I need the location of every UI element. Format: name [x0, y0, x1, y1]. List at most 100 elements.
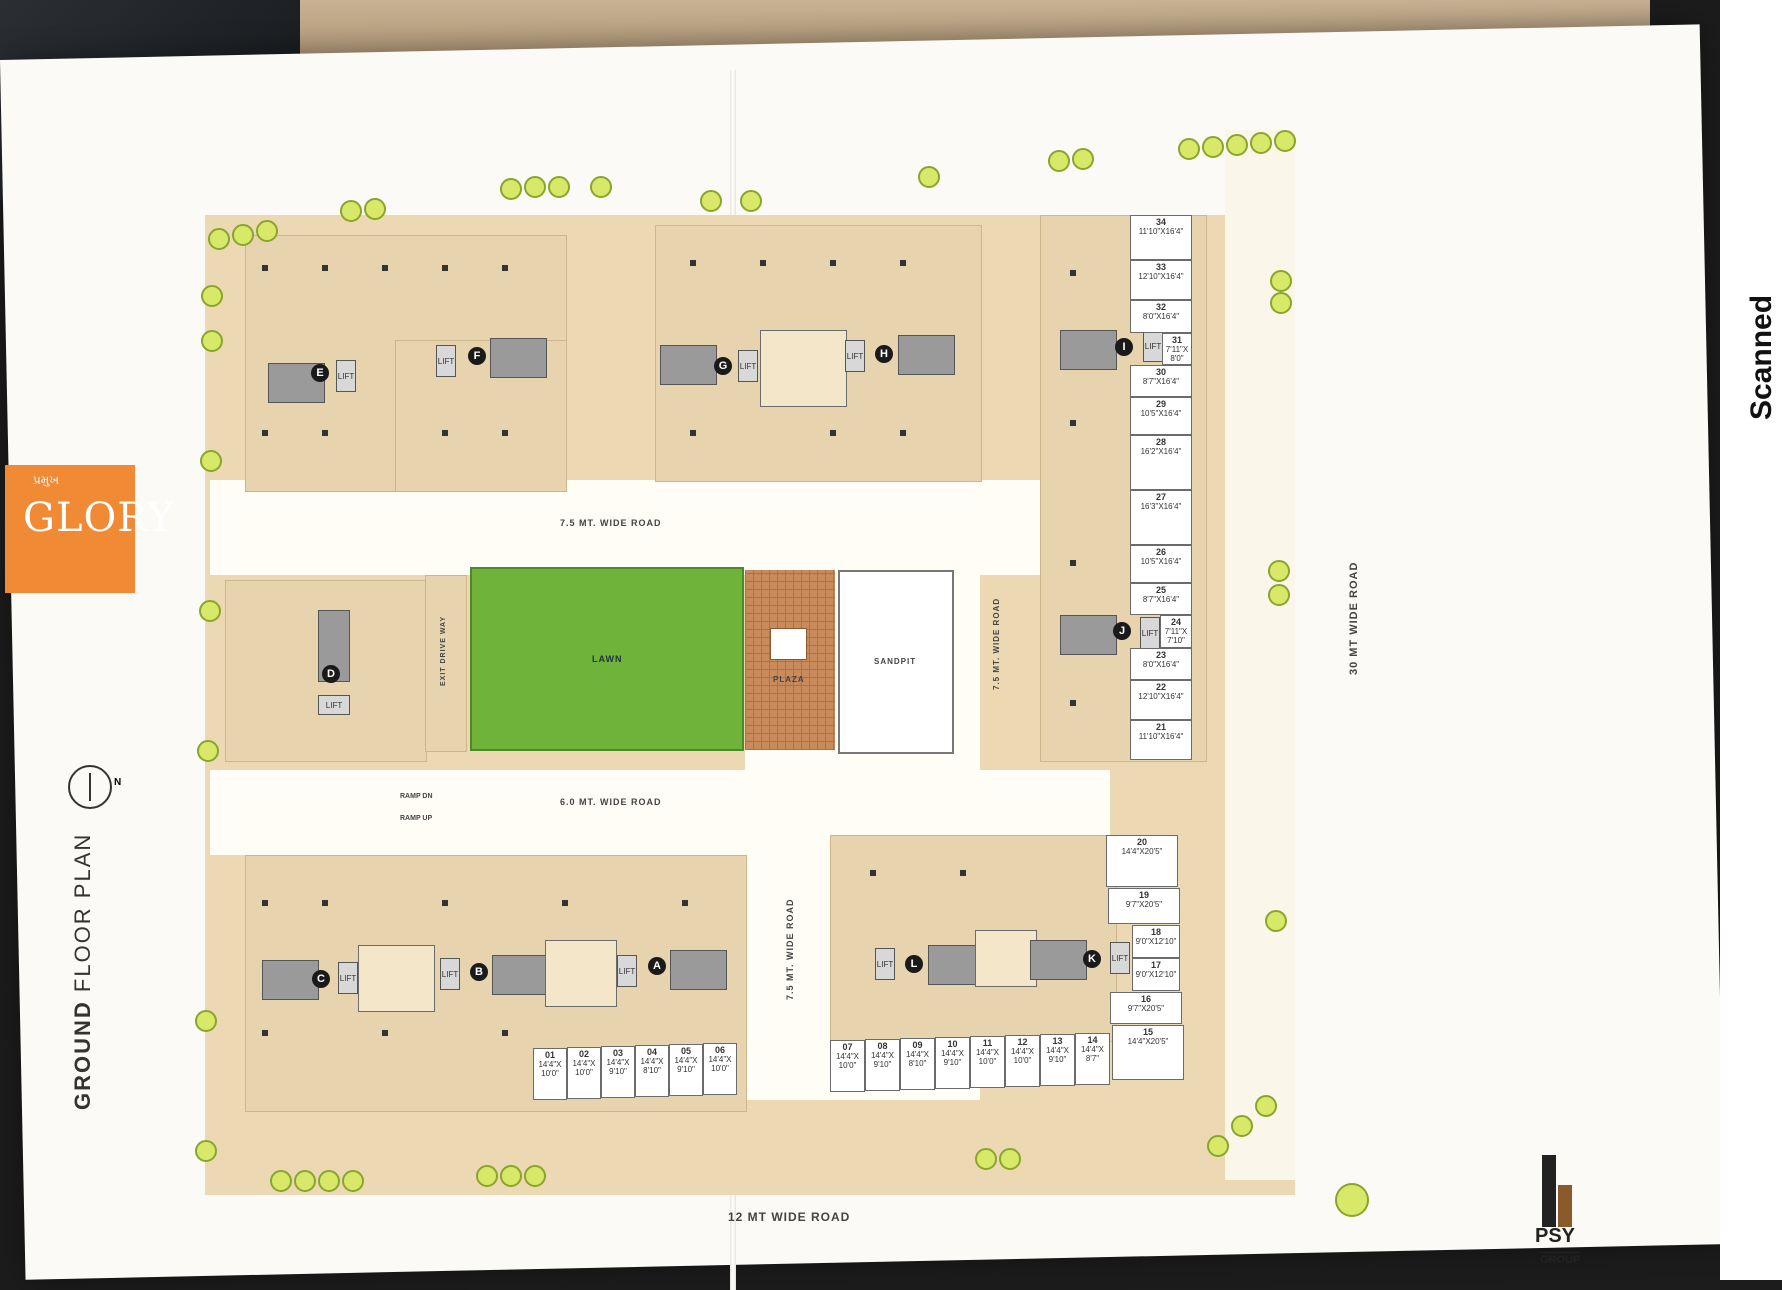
pillar: [1070, 270, 1076, 276]
tree-icon: [1072, 148, 1094, 170]
tree-icon: [548, 176, 570, 198]
tree-icon: [340, 200, 362, 222]
lift-l: LIFT: [875, 948, 895, 980]
stair-k: [1030, 940, 1087, 980]
core-h-marker: H: [875, 345, 893, 363]
brand-logo: GLORY: [23, 495, 175, 541]
logo-tower-dark: [1542, 1155, 1556, 1227]
block-bottom-right: [830, 835, 1117, 1042]
pillar: [1070, 560, 1076, 566]
tree-icon: [318, 1170, 340, 1192]
camscanner-label: Scanned with CamScanner: [1745, 294, 1782, 420]
plaza-label: PLAZA: [773, 675, 805, 684]
core-k-marker: K: [1083, 950, 1101, 968]
pillar: [262, 1030, 268, 1036]
developer-sub: GROUP: [1540, 1252, 1581, 1266]
tree-icon: [500, 1165, 522, 1187]
pillar: [760, 260, 766, 266]
north-arrow-needle: [89, 773, 91, 801]
stair-g: [660, 345, 717, 385]
tree-icon: [1268, 584, 1290, 606]
tree-icon: [1265, 910, 1287, 932]
plaza-area: PLAZA: [745, 570, 835, 750]
tree-icon: [1178, 138, 1200, 160]
exit-drive: EXIT DRIVE WAY: [425, 575, 467, 752]
lift-g: LIFT: [738, 350, 758, 382]
road-top-label: 7.5 MT. WIDE ROAD: [560, 518, 662, 528]
psy-logo: [1528, 1145, 1598, 1240]
lawn-label: LAWN: [592, 654, 623, 664]
tree-icon: [270, 1170, 292, 1192]
tree-icon: [999, 1148, 1021, 1170]
lift-a: LIFT: [617, 955, 637, 987]
pillar: [442, 265, 448, 271]
brand-tab: પ્રમુખ GLORY: [5, 465, 174, 593]
tree-icon: [700, 190, 722, 212]
tree-icon: [208, 228, 230, 250]
pillar: [262, 900, 268, 906]
pillar: [682, 900, 688, 906]
tree-icon: [740, 190, 762, 212]
tree-icon: [200, 450, 222, 472]
stair-h: [898, 335, 955, 375]
logo-tower-brown: [1558, 1185, 1572, 1227]
tree-icon: [590, 176, 612, 198]
pillar: [1070, 420, 1076, 426]
road-middle-label: 6.0 MT. WIDE ROAD: [560, 797, 662, 807]
tree-icon: [1202, 136, 1224, 158]
stair-b: [492, 955, 549, 995]
pillar: [960, 870, 966, 876]
pillar: [442, 900, 448, 906]
camscanner-strip: [1720, 0, 1782, 1280]
pillar: [502, 265, 508, 271]
plan-title-bold: GROUND: [70, 1000, 95, 1110]
lift-f: LIFT: [436, 345, 456, 377]
tree-icon: [199, 600, 221, 622]
developer-name: PSY: [1535, 1225, 1576, 1247]
pillar: [562, 900, 568, 906]
stair-j: [1060, 615, 1117, 655]
core-l-marker: L: [905, 955, 923, 973]
void-h: [760, 330, 847, 407]
stair-c: [262, 960, 319, 1000]
void-c: [358, 945, 435, 1012]
tree-icon: [524, 176, 546, 198]
ramp-dn-label: RAMP DN: [400, 793, 433, 800]
plan-title-rest: FLOOR PLAN: [70, 832, 95, 993]
tree-icon: [256, 220, 278, 242]
